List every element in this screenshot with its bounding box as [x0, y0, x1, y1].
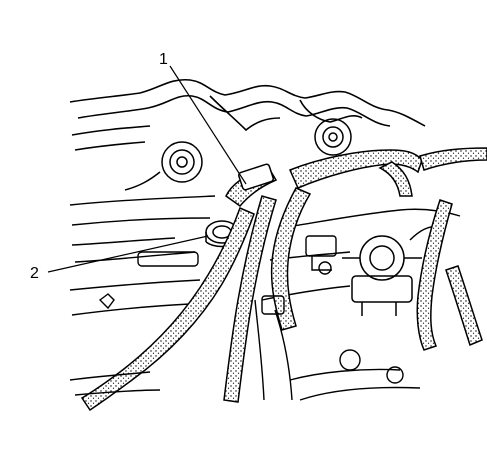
bracket-clip	[305, 235, 337, 275]
right-hoses	[416, 199, 483, 351]
callout-2-label: 2	[30, 265, 39, 282]
valve-cover-body	[69, 195, 461, 316]
callout-1-label: 1	[159, 51, 168, 68]
upper-hose	[288, 147, 487, 197]
main-hose-left	[80, 206, 255, 412]
center-bolt	[314, 118, 352, 156]
leader-lines	[47, 65, 247, 273]
main-hose-center	[223, 195, 277, 403]
engine-cover	[69, 78, 426, 151]
main-hose-right	[270, 187, 312, 331]
lower-machinery	[69, 295, 421, 401]
left-bolt	[124, 141, 203, 191]
callout-1-leader	[169, 65, 247, 185]
callout-2-leader	[47, 235, 209, 273]
hose-connector	[225, 163, 278, 208]
